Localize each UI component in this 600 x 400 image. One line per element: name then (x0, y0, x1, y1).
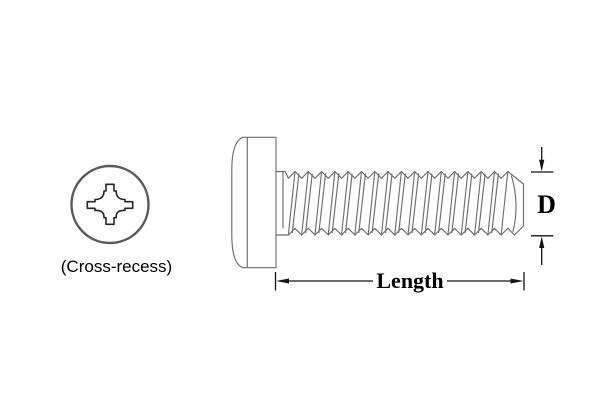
diameter-label: D (537, 190, 556, 219)
thread-flank-line (380, 170, 389, 236)
thread-flank-line (367, 170, 376, 236)
thread-flank-line (464, 173, 473, 234)
thread-flank-line (420, 170, 429, 236)
cross-recess-caption: (Cross-recess) (60, 257, 173, 276)
thread-flank-line (287, 170, 296, 236)
thread-flank-line (327, 170, 336, 236)
thread-flank-line (447, 170, 456, 236)
thread-flank-line (371, 173, 380, 234)
head-top-view (70, 164, 150, 245)
thread-flank-line (291, 173, 300, 234)
thread-flank-line (411, 173, 420, 234)
thread-flank-line (384, 173, 393, 234)
thread-group (275, 170, 525, 236)
head-face-outline (242, 136, 277, 269)
d-bottom-arrow-icon (539, 236, 545, 248)
thread-flank-line (305, 173, 313, 234)
thread-flank-line (438, 173, 446, 234)
thread-flank-line (451, 173, 460, 234)
shank-outline (275, 170, 525, 236)
thread-flank-line (424, 173, 433, 234)
screw-head-circle (70, 164, 150, 245)
thread-flank-line (473, 170, 482, 236)
d-top-arrow-icon (539, 159, 545, 172)
length-label: Length (376, 268, 444, 293)
screw-side-view (231, 136, 525, 269)
thread-flank-line (394, 170, 402, 236)
length-dimension (274, 272, 525, 291)
thread-flank-line (344, 173, 353, 234)
thread-flank-line (500, 170, 509, 236)
thread-flank-line (491, 173, 499, 234)
thread-flank-line (398, 173, 406, 234)
thread-flank-line (331, 173, 340, 234)
thread-flank-line (358, 173, 366, 234)
thread-flank-line (314, 170, 323, 236)
thread-flank-line (340, 170, 349, 236)
thread-flank-line (487, 170, 496, 236)
thread-flank-line (301, 170, 309, 236)
head-dome-outline (231, 136, 244, 269)
phillips-cross-recess-shape (86, 183, 134, 226)
tip-chamfer-line (510, 175, 517, 233)
thread-flank-line (477, 173, 486, 234)
thread-flank-line (434, 170, 442, 236)
length-right-arrow-icon (510, 278, 524, 284)
diameter-dimension (531, 147, 554, 265)
thread-flank-line (318, 173, 327, 234)
thread-flank-line (407, 170, 416, 236)
length-left-arrow-icon (276, 278, 289, 284)
thread-flank-line (460, 170, 469, 236)
thread-flank-line (354, 170, 363, 236)
